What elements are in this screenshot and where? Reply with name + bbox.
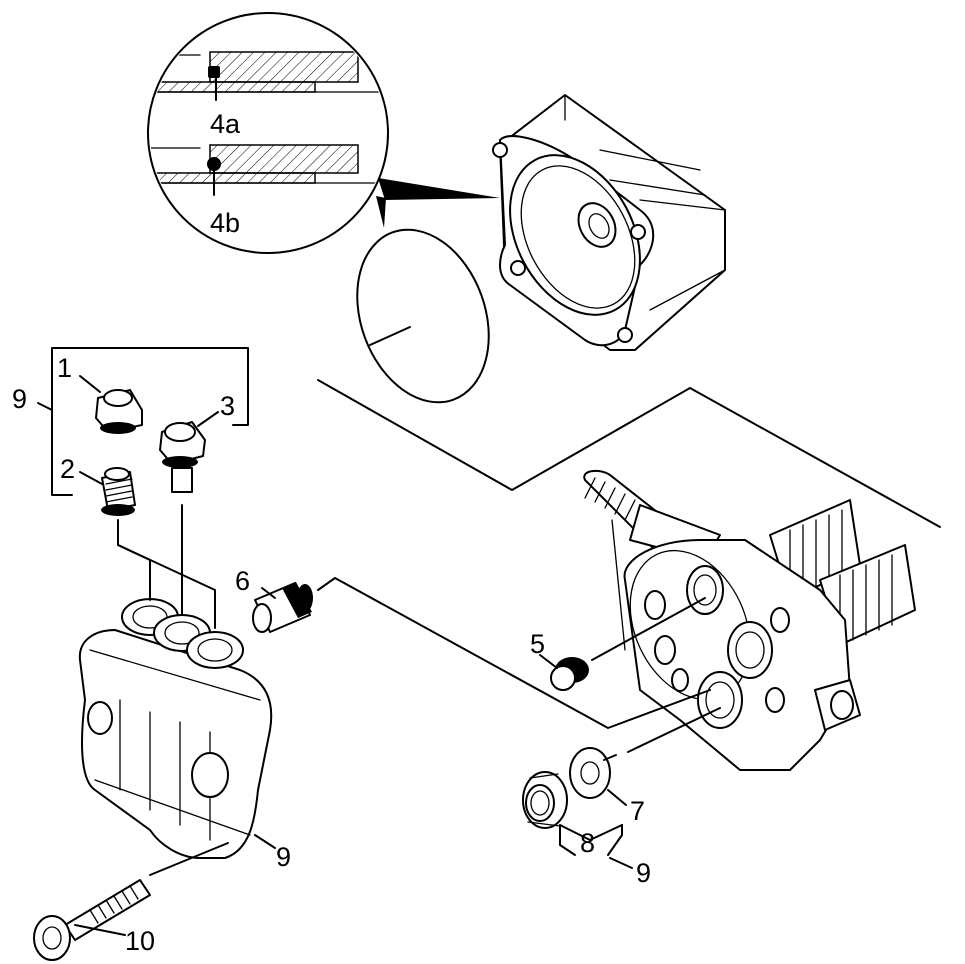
- label-8: 8: [580, 828, 595, 858]
- valve-2: [101, 467, 136, 516]
- label-2: 2: [60, 454, 75, 484]
- valve-bores: [121, 598, 244, 669]
- large-o-ring: [356, 228, 490, 404]
- pump-housing: [492, 94, 726, 351]
- part-5-seal: [539, 597, 706, 691]
- part-6-fitting: [252, 582, 313, 633]
- label-1: 1: [57, 353, 72, 383]
- label-10: 10: [125, 926, 155, 956]
- label-9-valves: 9: [12, 384, 27, 414]
- label-6: 6: [235, 566, 250, 596]
- pump-head: [583, 469, 916, 771]
- label-4a: 4a: [210, 109, 241, 139]
- part-8-bearing: [522, 771, 568, 829]
- valve-block: [78, 598, 273, 859]
- callout-labels: 1 2 3 4a 4b 5 6 7 8 9 9 9 10: [12, 109, 651, 956]
- detail-callout-circle: [147, 12, 500, 254]
- label-9-block: 9: [276, 842, 291, 872]
- leader-bracket-top: [317, 379, 941, 528]
- valve-1: [95, 389, 143, 434]
- label-4b: 4b: [210, 208, 240, 238]
- bracket-valves: [51, 347, 249, 496]
- label-9-seals: 9: [636, 858, 651, 888]
- label-5: 5: [530, 629, 545, 659]
- bracket-seals: [559, 824, 623, 841]
- part-7-washer: [569, 707, 721, 806]
- valve-3: [159, 421, 206, 493]
- part-10-bolt: [33, 842, 229, 961]
- label-3: 3: [220, 391, 235, 421]
- label-7: 7: [630, 796, 645, 826]
- outlet-port: [814, 679, 861, 731]
